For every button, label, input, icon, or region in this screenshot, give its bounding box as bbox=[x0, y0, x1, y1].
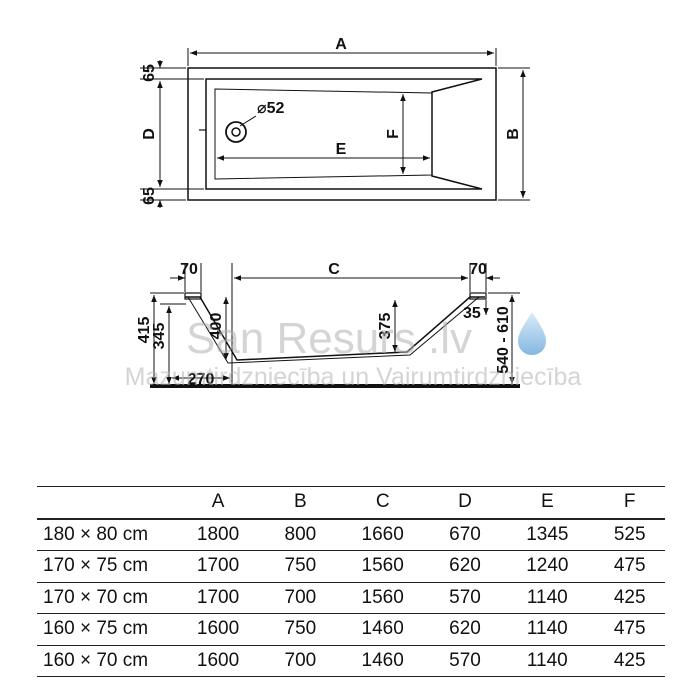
label-65-top: 65 bbox=[141, 64, 158, 82]
table-cell: 1460 bbox=[335, 645, 430, 677]
tub-outer-outline bbox=[187, 67, 497, 201]
label-70-left: 70 bbox=[180, 261, 198, 278]
table-cell: 1700 bbox=[171, 582, 266, 614]
rim-left bbox=[184, 292, 202, 300]
tub-side-profile bbox=[185, 296, 485, 361]
table-cell: 525 bbox=[594, 518, 665, 551]
bathtub-technical-drawing: A B D 65 65 E F ⌀52 C 70 70 415 345 bbox=[125, 36, 582, 391]
table-cell-size: 170 × 75 cm bbox=[37, 550, 171, 583]
label-D: D bbox=[141, 128, 158, 140]
tub-inner-bottom bbox=[214, 88, 433, 180]
table-cell: 750 bbox=[265, 613, 336, 646]
table-cell: 800 bbox=[265, 518, 336, 551]
label-35: 35 bbox=[463, 305, 481, 322]
watermark-brand: San Resurs .lv bbox=[186, 314, 472, 363]
table-cell: 1460 bbox=[335, 613, 430, 646]
table-cell: 1560 bbox=[335, 582, 430, 614]
table-cell: 1600 bbox=[171, 613, 266, 646]
label-B: B bbox=[505, 128, 522, 140]
water-drop-icon bbox=[518, 312, 546, 355]
label-E: E bbox=[336, 141, 347, 158]
table-cell: 700 bbox=[265, 645, 336, 677]
table-cell: 570 bbox=[429, 645, 501, 677]
table-header: D bbox=[429, 486, 501, 520]
tub-side-bottom bbox=[187, 296, 480, 364]
table-header: E bbox=[500, 486, 595, 520]
table-cell: 670 bbox=[429, 518, 501, 551]
table-cell: 1700 bbox=[171, 550, 266, 583]
label-C: C bbox=[328, 261, 340, 278]
table-cell-size: 170 × 70 cm bbox=[37, 582, 171, 614]
table-cell: 750 bbox=[265, 550, 336, 583]
table-header: C bbox=[335, 486, 430, 520]
table-cell: 1560 bbox=[335, 550, 430, 583]
drain-outer bbox=[225, 121, 247, 143]
table-cell: 1140 bbox=[500, 582, 595, 614]
table-cell: 1345 bbox=[500, 518, 595, 551]
top-view bbox=[140, 48, 530, 208]
table-cell: 620 bbox=[429, 550, 501, 583]
table-cell: 1600 bbox=[171, 645, 266, 677]
label-F: F bbox=[385, 129, 402, 139]
table-cell: 1800 bbox=[171, 518, 266, 551]
table-cell: 620 bbox=[429, 613, 501, 646]
label-345: 345 bbox=[151, 323, 168, 350]
table-header: F bbox=[594, 486, 665, 520]
table-row: 160 × 75 cm 1600 750 1460 620 1140 475 bbox=[37, 613, 665, 646]
label-65-bottom: 65 bbox=[141, 187, 158, 205]
table-cell: 1660 bbox=[335, 518, 430, 551]
table-cell: 425 bbox=[594, 582, 665, 614]
watermark-tagline: Mazumtirdzniecība un Vairumtirdzniecība bbox=[125, 363, 582, 391]
table-row: 180 × 80 cm 1800 800 1660 670 1345 525 bbox=[37, 518, 665, 551]
table-cell: 1140 bbox=[500, 645, 595, 677]
tub-inner-basin bbox=[205, 78, 483, 190]
label-270: 270 bbox=[188, 371, 215, 388]
table-cell: 700 bbox=[265, 582, 336, 614]
table-cell-size: 160 × 70 cm bbox=[37, 645, 171, 677]
table-cell: 1140 bbox=[500, 613, 595, 646]
side-view bbox=[150, 263, 520, 388]
table-row: 170 × 75 cm 1700 750 1560 620 1240 475 bbox=[37, 550, 665, 583]
label-A: A bbox=[335, 36, 347, 53]
table-cell-size: 160 × 75 cm bbox=[37, 613, 171, 646]
label-drain: ⌀52 bbox=[257, 100, 285, 117]
label-70-right: 70 bbox=[469, 261, 487, 278]
table-cell-size: 180 × 80 cm bbox=[37, 518, 171, 551]
rim-right bbox=[469, 292, 487, 300]
table-cell: 475 bbox=[594, 613, 665, 646]
table-cell: 570 bbox=[429, 582, 501, 614]
table-row: 160 × 70 cm 1600 700 1460 570 1140 425 bbox=[37, 645, 665, 677]
table-cell: 1240 bbox=[500, 550, 595, 583]
drain-inner bbox=[231, 127, 241, 137]
label-375: 375 bbox=[377, 313, 394, 340]
label-415: 415 bbox=[136, 317, 153, 344]
dimensions-table: A B C D E F 180 × 80 cm 1800 800 1660 67… bbox=[37, 486, 665, 677]
table-header bbox=[37, 486, 171, 520]
label-400: 400 bbox=[208, 313, 225, 340]
table-cell: 425 bbox=[594, 645, 665, 677]
table-row: 170 × 70 cm 1700 700 1560 570 1140 425 bbox=[37, 582, 665, 614]
table-header-row: A B C D E F bbox=[37, 486, 665, 520]
watermark: San Resurs .lv Mazumtirdzniecība un Vair… bbox=[125, 312, 582, 391]
drain-leader bbox=[239, 115, 257, 127]
table-header: A bbox=[171, 486, 266, 520]
table-cell: 475 bbox=[594, 550, 665, 583]
label-540-610: 540 - 610 bbox=[495, 306, 512, 374]
table-header: B bbox=[265, 486, 336, 520]
